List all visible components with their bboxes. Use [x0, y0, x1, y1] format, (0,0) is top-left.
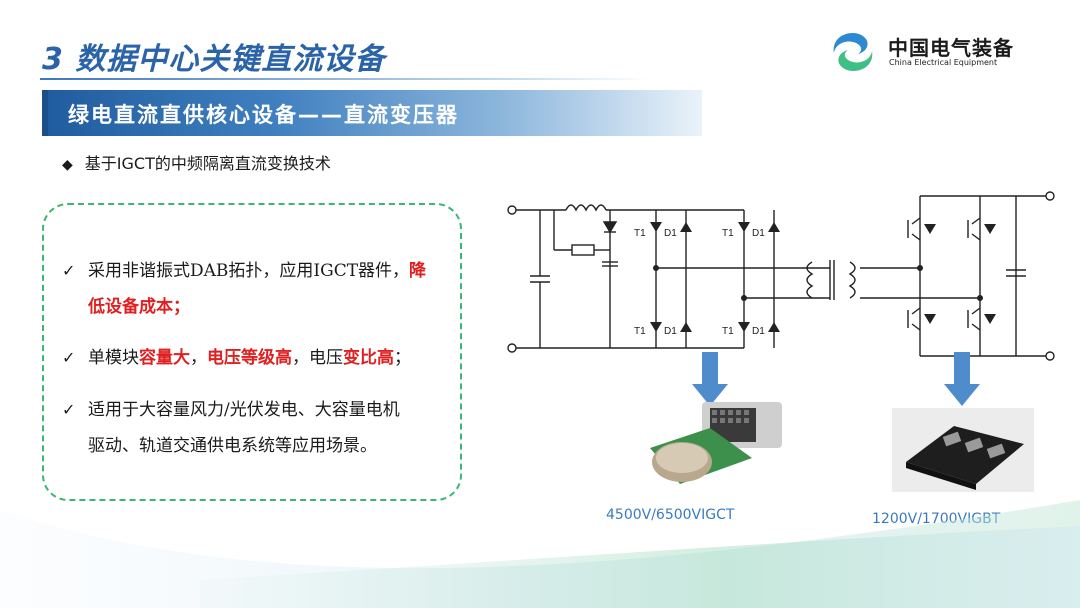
- diamond-icon: ◆: [62, 157, 73, 173]
- banner-accent-bar: [42, 90, 48, 136]
- topic-text: 基于IGCT的中频隔离直流变换技术: [84, 154, 331, 173]
- check-icon: ✓: [62, 261, 76, 280]
- slide-title: 3 数据中心关键直流设备: [42, 42, 386, 77]
- title-underline: [40, 78, 650, 80]
- feature-1-line1: 采用非谐振式DAB拓扑，应用IGCT器件，: [88, 261, 410, 281]
- circuit-label-t1: T1: [634, 326, 646, 337]
- check-icon: ✓: [62, 348, 76, 367]
- circuit-label-d1: D1: [664, 228, 677, 239]
- logo-text-en: China Electrical Equipment: [889, 58, 998, 67]
- feature-2-text-a: 单模块: [88, 348, 139, 368]
- dab-circuit-diagram: T1 D1 T1 D1 T1 D1 T1 D1: [507, 191, 1055, 361]
- company-logo: 中国电气装备 China Electrical Equipment: [828, 30, 1028, 74]
- circuit-label-t1: T1: [634, 228, 646, 239]
- feature-3-line1: 适用于大容量风力/光伏发电、大容量电机: [88, 400, 400, 420]
- feature-2-highlight-ratio: 变比高: [343, 348, 394, 368]
- banner-title: 绿电直流直供核心设备——直流变压器: [68, 103, 459, 127]
- arrow-down-icon: [944, 352, 980, 406]
- circuit-label-t1: T1: [722, 326, 734, 337]
- feature-3-line2: 驱动、轨道交通供电系统等应用场景。: [88, 436, 377, 456]
- feature-2-text-c: ，: [190, 348, 207, 368]
- feature-1-highlight-a: 降: [409, 261, 427, 281]
- check-icon: ✓: [62, 400, 76, 419]
- circuit-label-d1: D1: [752, 326, 765, 337]
- feature-1-highlight-b: 低设备成本；: [88, 297, 190, 317]
- feature-2-text-e: ，电压: [292, 348, 343, 368]
- feature-2-highlight-capacity: 容量大: [139, 348, 190, 368]
- circuit-label-d1: D1: [752, 228, 765, 239]
- logo-mark-icon: [833, 33, 873, 71]
- feature-2-text-g: ；: [394, 348, 411, 368]
- igbt-module-image: [892, 408, 1034, 492]
- feature-2-highlight-voltage: 电压等级高: [207, 348, 292, 368]
- arrow-down-icon: [692, 352, 728, 406]
- igct-caption: 4500V/6500VIGCT: [606, 507, 735, 523]
- topic-bullet: ◆ 基于IGCT的中频隔离直流变换技术: [62, 150, 331, 174]
- igct-device-image: [650, 402, 782, 484]
- section-banner: [42, 90, 702, 136]
- circuit-label-t1: T1: [722, 228, 734, 239]
- circuit-label-d1: D1: [664, 326, 677, 337]
- logo-text-cn: 中国电气装备: [888, 36, 1014, 60]
- decorative-swoosh: [0, 500, 1080, 608]
- feature-box: [42, 203, 462, 501]
